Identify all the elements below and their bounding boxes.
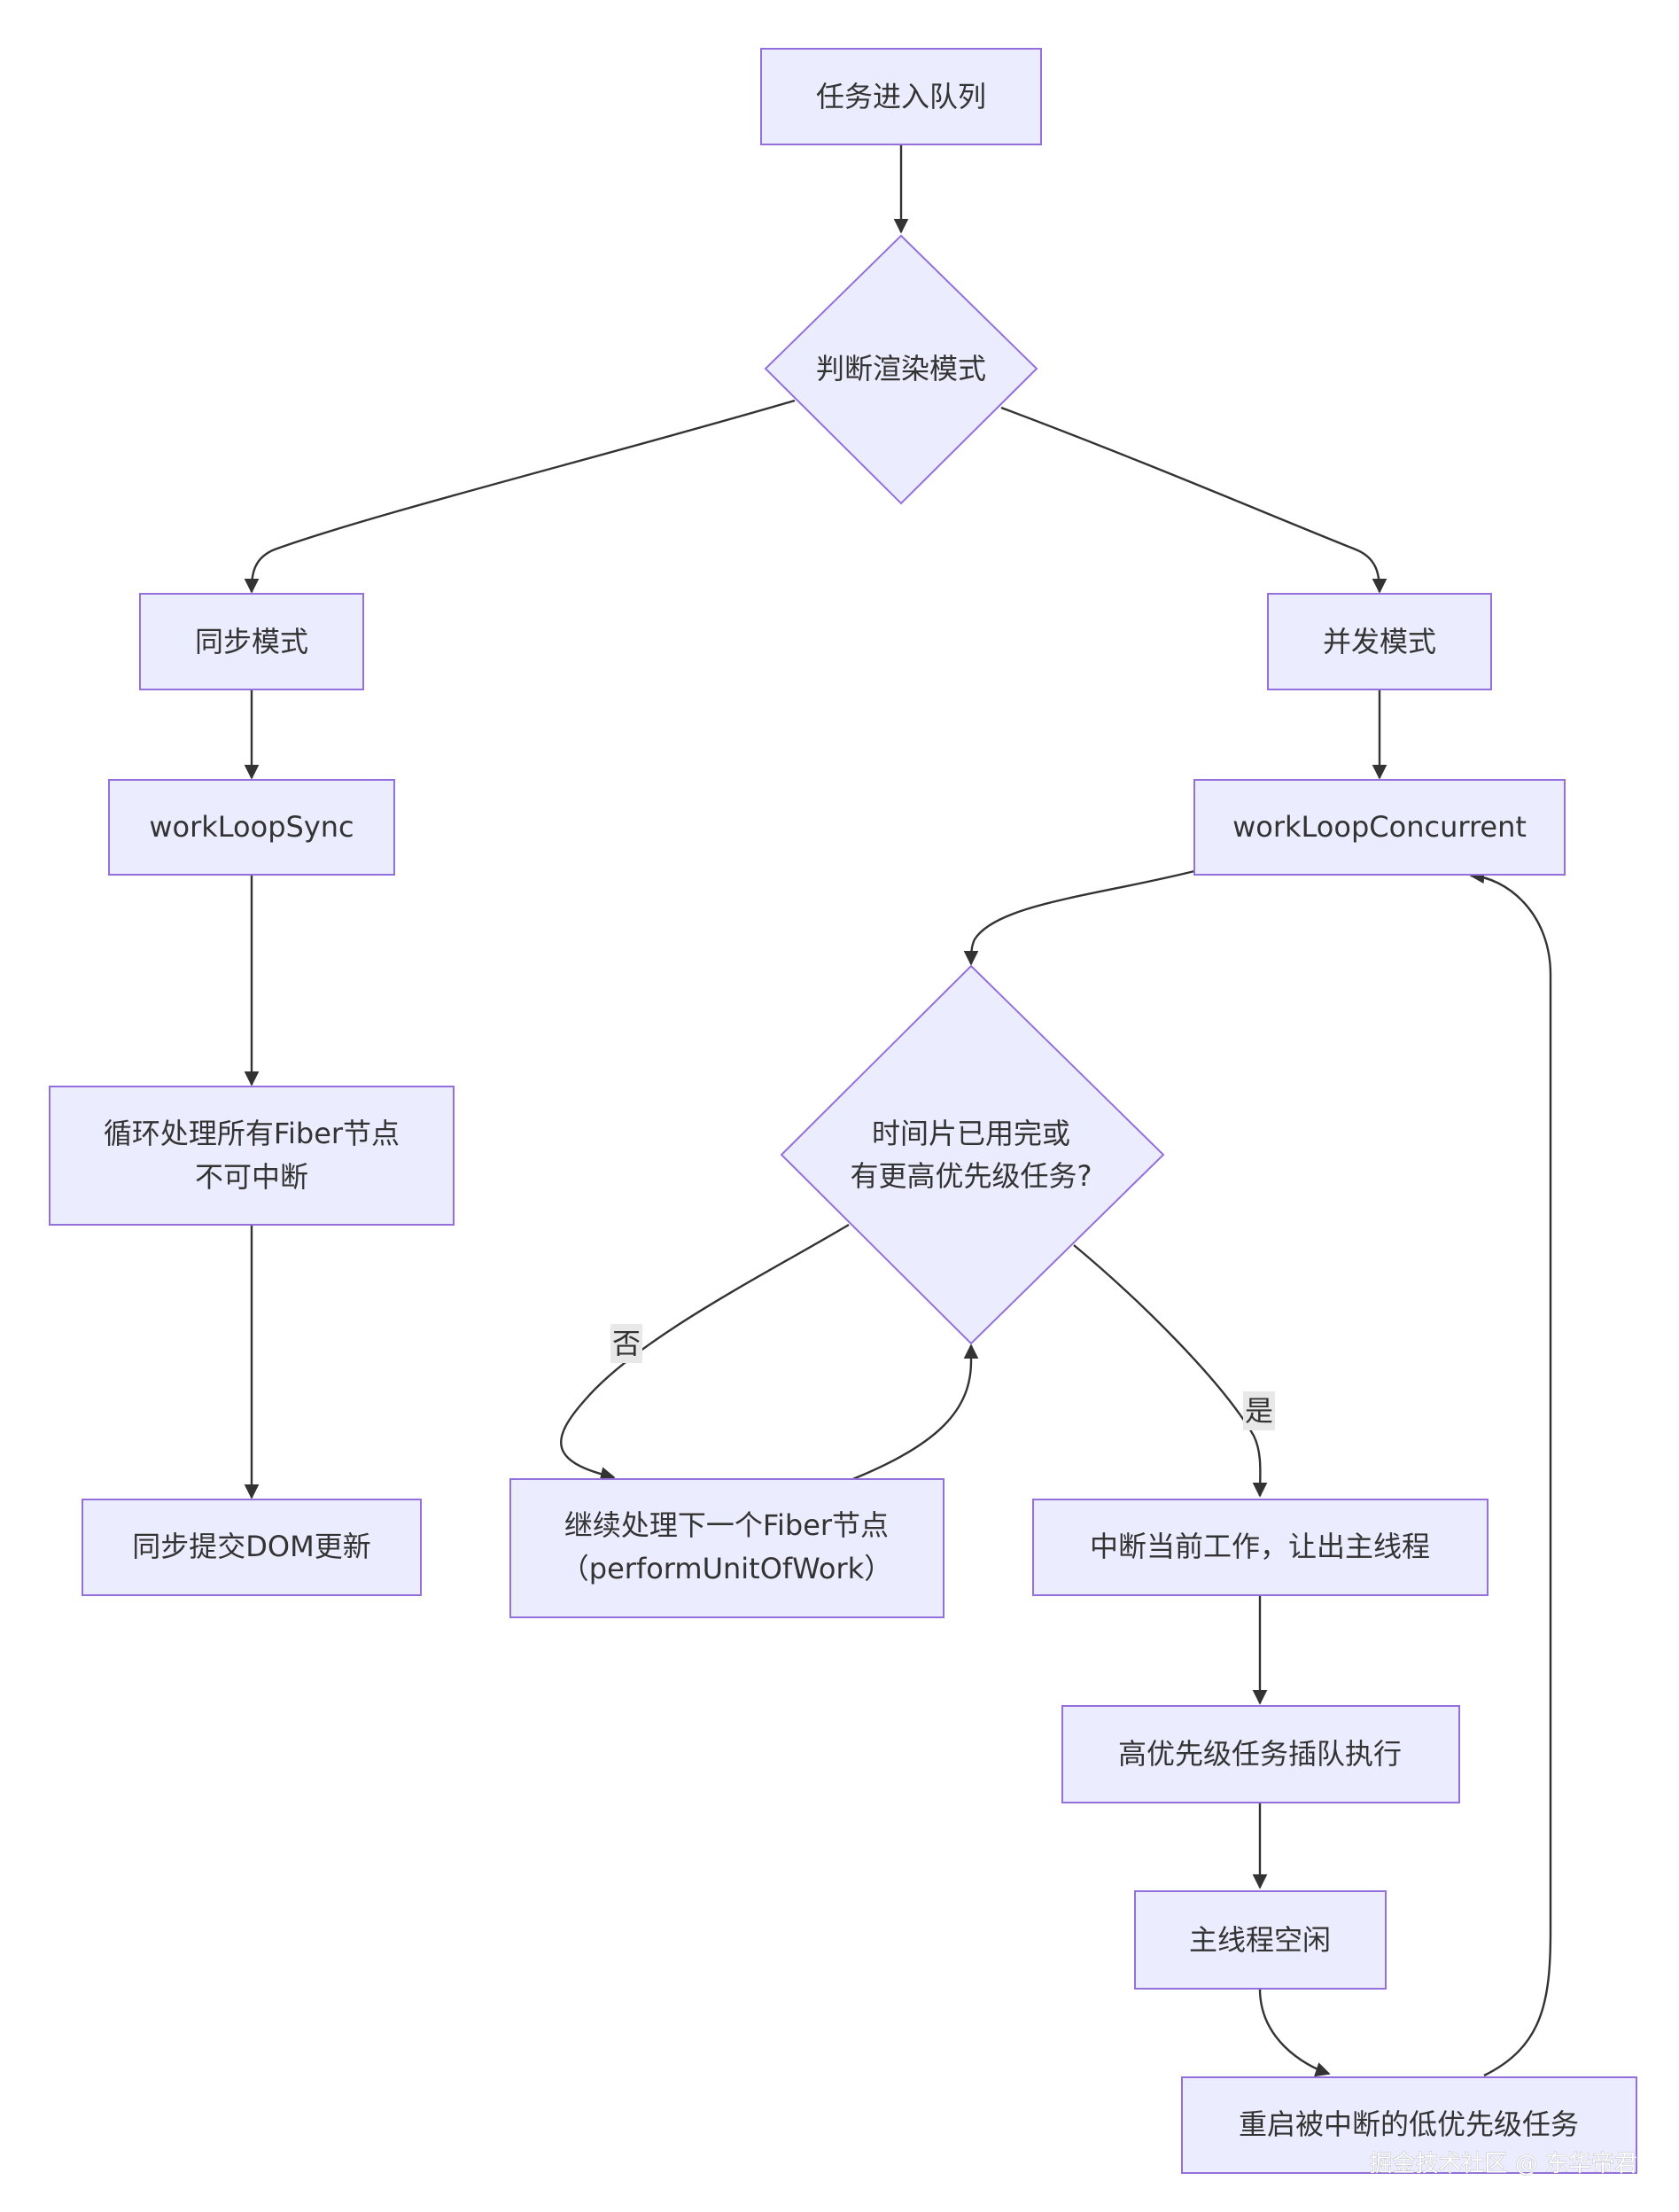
node-enqueue-label: 任务进入队列 [816,80,986,113]
edge-workloopconcurrent-to-timeslice [963,869,1195,966]
node-work-loop-concurrent: workLoopConcurrent [1193,779,1566,876]
node-loop-all-fibers-line2: 不可中断 [195,1160,308,1194]
node-work-loop-concurrent-label: workLoopConcurrent [1232,810,1527,844]
node-continue-next-fiber-line1: 继续处理下一个Fiber节点 [564,1508,889,1542]
node-main-idle: 主线程空闲 [1134,1890,1387,1990]
node-enqueue: 任务进入队列 [760,48,1042,145]
node-work-loop-sync-label: workLoopSync [149,810,354,844]
edge-label-yes-text: 是 [1245,1394,1273,1428]
node-timeslice-check: 时间片已用完或 有更高优先级任务? [780,964,1165,1345]
edge-timeslice-to-interrupt-yes [1073,1244,1268,1498]
edge-label-no: 否 [610,1324,642,1363]
node-main-idle-label: 主线程空闲 [1189,1923,1331,1957]
node-sync-mode-label: 同步模式 [195,625,308,658]
node-concurrent-mode-label: 并发模式 [1323,625,1436,658]
node-restart-label: 重启被中断的低优先级任务 [1239,2107,1579,2141]
node-high-priority: 高优先级任务插队执行 [1061,1705,1460,1803]
node-sync-mode: 同步模式 [139,593,364,690]
node-commit-sync: 同步提交DOM更新 [82,1499,422,1596]
edge-label-no-text: 否 [612,1327,641,1360]
node-timeslice-check-line2: 有更高优先级任务? [851,1159,1092,1193]
node-decide-mode: 判断渲染模式 [764,234,1038,505]
edge-restart-to-workloopconcurrent [1469,868,1552,2077]
node-interrupt-label: 中断当前工作，让出主线程 [1090,1530,1430,1563]
edge-mainidle-to-restart [1258,1988,1331,2077]
node-continue-next-fiber-line2: （performUnitOfWork） [561,1552,892,1585]
node-concurrent-mode: 并发模式 [1267,593,1492,690]
edge-decide-to-sync [244,399,796,594]
node-restart: 重启被中断的低优先级任务 [1181,2076,1637,2174]
edge-timeslice-to-continue-no [560,1223,850,1482]
node-decide-mode-label: 判断渲染模式 [816,352,986,386]
node-interrupt: 中断当前工作，让出主线程 [1032,1499,1489,1596]
node-commit-sync-label: 同步提交DOM更新 [132,1530,370,1563]
node-loop-all-fibers-line1: 循环处理所有Fiber节点 [104,1117,400,1150]
edge-label-yes: 是 [1243,1391,1275,1430]
node-continue-next-fiber: 继续处理下一个Fiber节点 （performUnitOfWork） [509,1478,944,1618]
node-high-priority-label: 高优先级任务插队执行 [1118,1737,1402,1771]
edges [244,144,1552,2077]
node-timeslice-check-line1: 时间片已用完或 [872,1117,1070,1150]
watermark-text: 掘金技术社区 @ 东华帝君 [1369,2151,1637,2177]
edge-continue-to-timeslice [850,1344,979,1482]
node-loop-all-fibers: 循环处理所有Fiber节点 不可中断 [49,1086,455,1226]
node-work-loop-sync: workLoopSync [108,779,395,876]
edge-decide-to-concurrent [1000,406,1388,594]
